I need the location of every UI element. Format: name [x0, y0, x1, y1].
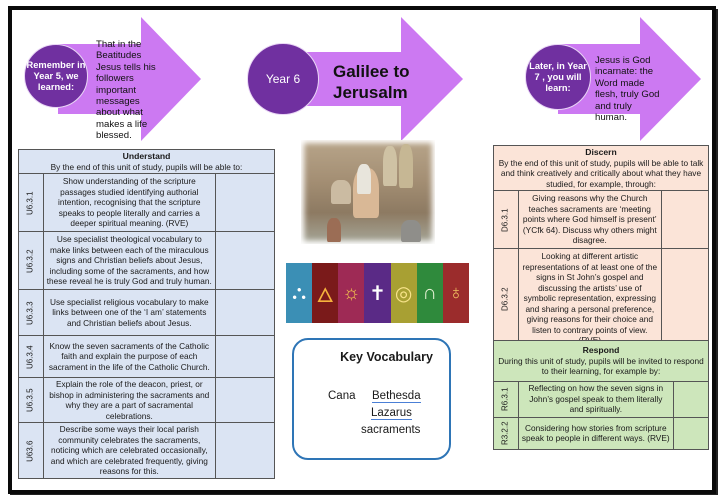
objective-text: Reflecting on how the seven signs in Joh… [517, 380, 675, 418]
objective-code: R6.3.1 [500, 387, 510, 412]
table-row: R3.2.2 Considering how stories from scri… [493, 416, 709, 450]
table-row: U6.3.3 Use specialist religious vocabula… [18, 289, 275, 336]
objective-text: Show understanding of the scripture pass… [42, 173, 217, 232]
oil-icon: ♁ [442, 263, 469, 323]
objective-code: U6.3.5 [25, 388, 35, 413]
stole-icon: ∩ [416, 263, 443, 323]
dove-fire-icon: 🜂 [312, 263, 339, 323]
respond-intro: During this unit of study, pupils will b… [498, 355, 704, 377]
discern-header: Discern By the end of this unit of study… [493, 145, 709, 191]
objective-code: U6.3.3 [25, 301, 35, 325]
table-row: U6.3.2 Use specialist theological vocabu… [18, 231, 275, 290]
sacraments-strip: ⛬ 🜂 ☼ ✝ ◎ ∩ ♁ [286, 263, 469, 323]
previous-year-circle: Remember in Year 5, we learned: [24, 44, 88, 108]
next-learning-arrow [558, 17, 703, 142]
blank-cell [661, 190, 709, 249]
blank-cell [215, 377, 275, 423]
next-year-label: Later, in Year 7 , you will learn: [529, 60, 587, 93]
blank-cell [215, 173, 275, 232]
respond-header: Respond During this unit of study, pupil… [493, 340, 709, 382]
arrow-shape [58, 17, 201, 141]
objective-code: D6.3.2 [500, 287, 510, 311]
understand-table: Understand By the end of this unit of st… [18, 149, 275, 479]
discern-table: Discern By the end of this unit of study… [493, 145, 709, 349]
blank-cell [215, 289, 275, 336]
table-row: U6.3.5 Explain the role of the deacon, p… [18, 377, 275, 423]
vocab-word: Cana [328, 390, 356, 402]
next-year-circle: Later, in Year 7 , you will learn: [525, 44, 591, 110]
objective-text: Explain the role of the deacon, priest, … [42, 377, 217, 423]
discern-intro: By the end of this unit of study, pupils… [498, 157, 704, 189]
blank-cell [215, 335, 275, 378]
vocab-word: sacraments [361, 424, 421, 436]
figure [399, 144, 413, 188]
vocab-word: Lazarus [371, 407, 412, 420]
figure [401, 220, 421, 242]
understand-header: Understand By the end of this unit of st… [18, 149, 275, 174]
blank-cell [661, 248, 709, 349]
objective-text: Describe some ways their local parish co… [42, 422, 217, 479]
blank-cell [673, 380, 709, 418]
blank-cell [215, 422, 275, 479]
table-row: D6.3.2 Looking at different artistic rep… [493, 248, 709, 349]
previous-learning-text: That in the Beatitudes Jesus tells his f… [96, 39, 156, 142]
respond-heading: Respond [582, 345, 620, 355]
table-row: U63.6 Describe some ways their local par… [18, 422, 275, 479]
understand-heading: Understand [122, 151, 171, 161]
figure [383, 146, 397, 186]
objective-code: R3.2.2 [500, 421, 510, 446]
respond-table: Respond During this unit of study, pupil… [493, 340, 709, 450]
current-year-label: Year 6 [265, 72, 301, 86]
blank-cell [215, 231, 275, 290]
unit-title: Galilee to Jerusalm [333, 62, 410, 102]
key-vocabulary-box: Key Vocabulary Cana Bethesda Lazarus sac… [292, 338, 451, 460]
objective-code: U63.6 [25, 440, 35, 462]
next-learning-text: Jesus is God incarnate: the Word made fl… [595, 55, 660, 124]
previous-year-label: Remember in Year 5, we learned: [26, 59, 86, 92]
objective-code: U6.3.4 [25, 345, 35, 369]
objective-code: D6.3.1 [500, 208, 510, 232]
objective-text: Use specialist religious vocabulary to m… [42, 289, 217, 336]
figure [331, 180, 351, 204]
rings-icon: ◎ [390, 263, 417, 323]
current-year-circle: Year 6 [247, 43, 319, 115]
blank-cell [673, 416, 709, 450]
understand-intro: By the end of this unit of study, pupils… [50, 161, 243, 172]
chalice-icon: ☼ [338, 263, 365, 323]
objective-text: Looking at different artistic representa… [517, 248, 663, 349]
cross-icon: ✝ [364, 263, 391, 323]
key-vocabulary-title: Key Vocabulary [340, 350, 433, 364]
objective-code: U6.3.2 [25, 249, 35, 273]
shell-icon: ⛬ [286, 263, 313, 323]
table-row: U6.3.4 Know the seven sacraments of the … [18, 335, 275, 378]
objective-text: Considering how stories from scripture s… [517, 416, 675, 450]
objective-text: Use specialist theological vocabulary to… [42, 231, 217, 290]
previous-learning-arrow [58, 17, 203, 142]
objective-text: Giving reasons why the Church teaches sa… [517, 190, 663, 249]
table-row: R6.3.1 Reflecting on how the seven signs… [493, 380, 709, 418]
vocab-word: Bethesda [372, 390, 421, 403]
page-frame [8, 6, 716, 494]
bethesda-scene-image [301, 140, 435, 244]
figure [357, 164, 371, 194]
discern-heading: Discern [585, 147, 617, 157]
figure [327, 218, 341, 242]
objective-text: Know the seven sacraments of the Catholi… [42, 335, 217, 378]
current-unit-arrow [261, 17, 466, 142]
arrow-shape [261, 17, 463, 141]
table-row: D6.3.1 Giving reasons why the Church tea… [493, 190, 709, 249]
arrow-shape [558, 17, 701, 141]
table-row: U6.3.1 Show understanding of the scriptu… [18, 173, 275, 232]
objective-code: U6.3.1 [25, 191, 35, 215]
